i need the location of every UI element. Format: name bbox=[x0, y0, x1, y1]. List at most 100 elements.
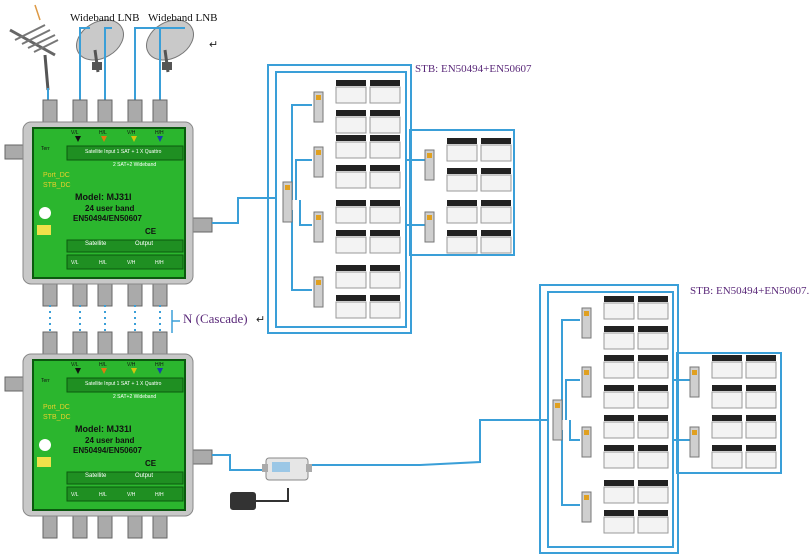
top-g1-stb-2-panel bbox=[369, 86, 401, 104]
bot-g1-stb-2 bbox=[638, 296, 668, 302]
top-g6-stb-4-panel bbox=[480, 236, 512, 254]
bot-g5-stb-4 bbox=[746, 385, 776, 391]
bot-g3-stb-3 bbox=[604, 445, 634, 451]
top-g4-stb-2-panel bbox=[369, 271, 401, 289]
bot-g5-stb-1 bbox=[712, 355, 742, 361]
bot-g2-stb-4 bbox=[638, 385, 668, 391]
top-g2-stb-1-panel bbox=[335, 141, 367, 159]
bot-g5-stb-1-panel bbox=[711, 361, 743, 379]
bot-g2-stb-2 bbox=[638, 355, 668, 361]
lnb-2-label: Wideband LNB bbox=[148, 12, 218, 24]
top-g1-splitter bbox=[313, 91, 324, 123]
bot-g3-stb-2-panel bbox=[637, 421, 669, 439]
switch-port-in-1: V/L bbox=[71, 362, 79, 368]
switch-output: Output bbox=[135, 241, 154, 247]
switch-ce: CE bbox=[145, 459, 157, 468]
top-g3-stb-1-panel bbox=[335, 206, 367, 224]
top-g2-stb-4-panel bbox=[369, 171, 401, 189]
top-g6-splitter-dot bbox=[427, 215, 432, 220]
bot-g6-stb-2 bbox=[746, 415, 776, 421]
bot-g4-stb-2 bbox=[638, 480, 668, 486]
switch-user-band: 24 user band bbox=[85, 436, 135, 445]
switch-port-out-2: H/L bbox=[99, 260, 107, 266]
bot-g2-stb-1 bbox=[604, 355, 634, 361]
top-g3-splitter bbox=[313, 211, 324, 243]
bot-g6-stb-2-panel bbox=[745, 421, 777, 439]
top-g5-stb-3 bbox=[447, 168, 477, 174]
main-splitter-bottom-dot bbox=[555, 403, 560, 408]
top-g1-stb-4-panel bbox=[369, 116, 401, 134]
top-g5-stb-2 bbox=[481, 138, 511, 144]
top-g2-stb-3-panel bbox=[335, 171, 367, 189]
switch-satellite: Satellite bbox=[85, 473, 107, 479]
top-g4-stb-3-panel bbox=[335, 301, 367, 319]
top-g5-stb-2-panel bbox=[480, 144, 512, 162]
switch-port-in-2: H/L bbox=[99, 130, 107, 136]
bot-g2-stb-2-panel bbox=[637, 361, 669, 379]
top-g6-stb-2 bbox=[481, 200, 511, 206]
top-g1-stb-1 bbox=[336, 80, 366, 86]
bot-g4-stb-4-panel bbox=[637, 516, 669, 534]
top-g6-stb-1 bbox=[447, 200, 477, 206]
bot-g4-splitter-dot bbox=[584, 495, 589, 500]
top-g2-stb-3 bbox=[336, 165, 366, 171]
switch-user-band: 24 user band bbox=[85, 204, 135, 213]
bot-g5-stb-4-panel bbox=[745, 391, 777, 409]
top-g5-splitter bbox=[424, 149, 435, 181]
top-g3-stb-1 bbox=[336, 200, 366, 206]
bot-g1-stb-1-panel bbox=[603, 302, 635, 320]
top-g5-stb-3-panel bbox=[446, 174, 478, 192]
top-g3-stb-4-panel bbox=[369, 236, 401, 254]
switch-port-in-3: V/H bbox=[127, 130, 136, 136]
switch-sat-wideband: 2 SAT+2 Wideband bbox=[113, 394, 157, 400]
top-g6-stb-3-panel bbox=[446, 236, 478, 254]
top-g4-stb-1 bbox=[336, 265, 366, 271]
bot-g2-stb-3 bbox=[604, 385, 634, 391]
bot-g5-stb-2-panel bbox=[745, 361, 777, 379]
top-g4-stb-2 bbox=[370, 265, 400, 271]
top-g4-splitter-dot bbox=[316, 280, 321, 285]
bot-g4-stb-2-panel bbox=[637, 486, 669, 504]
switch-stb-dc: STB_DC bbox=[43, 182, 71, 189]
top-g1-splitter-dot bbox=[316, 95, 321, 100]
top-g1-stb-1-panel bbox=[335, 86, 367, 104]
top-g6-splitter bbox=[424, 211, 435, 243]
main-splitter-bottom bbox=[552, 399, 563, 441]
bot-g1-stb-1 bbox=[604, 296, 634, 302]
switch-port-in-2: H/L bbox=[99, 362, 107, 368]
power-adapter-icon bbox=[230, 488, 289, 510]
top-g3-stb-4 bbox=[370, 230, 400, 236]
switch-port-dc: Port_DC bbox=[43, 172, 70, 179]
bot-g3-stb-4 bbox=[638, 445, 668, 451]
switch-standard: EN50494/EN50607 bbox=[73, 214, 142, 223]
bot-g6-stb-4 bbox=[746, 445, 776, 451]
bot-g4-stb-1 bbox=[604, 480, 634, 486]
bot-g1-stb-4-panel bbox=[637, 332, 669, 350]
bot-g5-stb-3-panel bbox=[711, 391, 743, 409]
top-g4-stb-3 bbox=[336, 295, 366, 301]
bot-g2-stb-3-panel bbox=[603, 391, 635, 409]
bot-g3-splitter bbox=[581, 426, 592, 458]
switch-port-dc: Port_DC bbox=[43, 404, 70, 411]
bot-g4-stb-3-panel bbox=[603, 516, 635, 534]
antenna-and-dishes bbox=[9, 4, 194, 91]
top-g4-splitter bbox=[313, 276, 324, 308]
bot-g4-stb-4 bbox=[638, 510, 668, 516]
bot-g4-stb-3 bbox=[604, 510, 634, 516]
top-g5-splitter-dot bbox=[427, 153, 432, 158]
cascade-dotted-lines bbox=[49, 305, 180, 340]
switch-stb-dc: STB_DC bbox=[43, 414, 71, 421]
switch-port-out-1: V/L bbox=[71, 260, 79, 266]
top-g2-stb-2 bbox=[370, 135, 400, 141]
switch-port-out-4: H/H bbox=[155, 492, 164, 498]
bot-g3-stb-3-panel bbox=[603, 451, 635, 469]
top-g5-stb-1-panel bbox=[446, 144, 478, 162]
bot-g5-stb-3 bbox=[712, 385, 742, 391]
multiswitch-bottom: Port_DC STB_DC Model: MJ31I 24 user band… bbox=[4, 331, 215, 542]
top-g6-stb-2-panel bbox=[480, 206, 512, 224]
bot-g4-stb-1-panel bbox=[603, 486, 635, 504]
multiswitch-top: Port_DC STB_DC Model: MJ31I 24 user band… bbox=[4, 99, 215, 310]
